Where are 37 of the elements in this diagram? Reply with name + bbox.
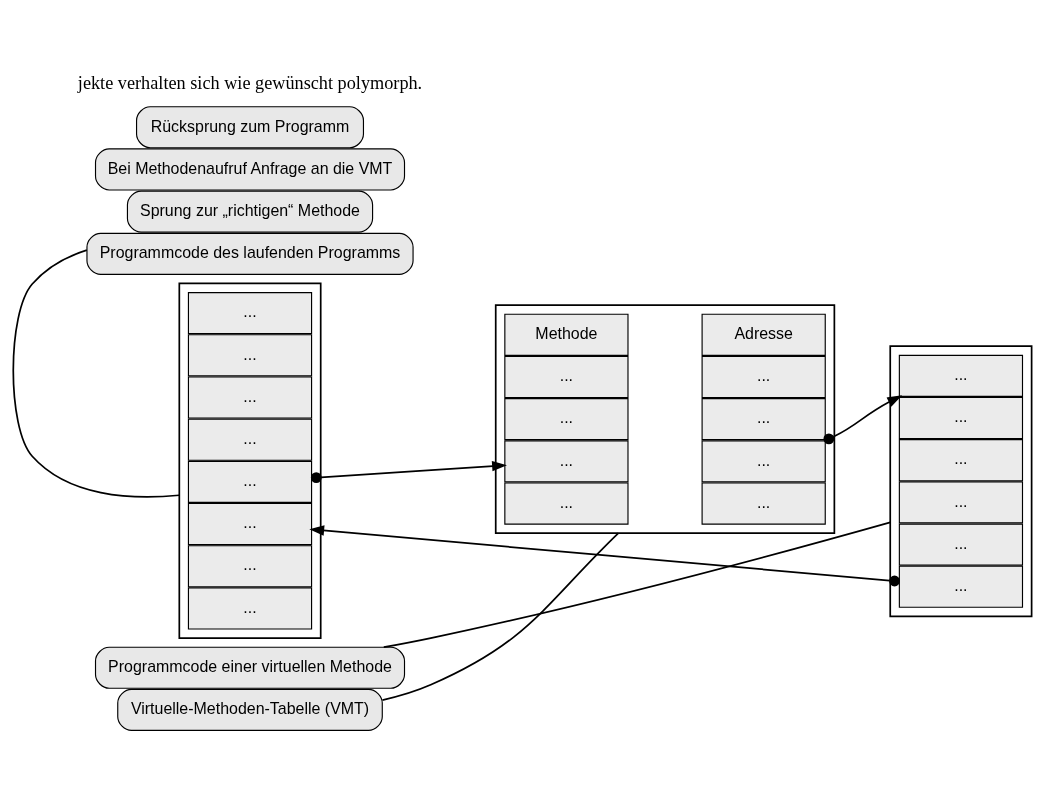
arrow bbox=[309, 524, 900, 586]
node-box: ... bbox=[898, 523, 1024, 566]
node-box: Adresse bbox=[701, 313, 826, 356]
node-box: ... bbox=[187, 502, 313, 545]
node-box: ... bbox=[187, 544, 313, 587]
connector bbox=[381, 531, 620, 701]
node-box: ... bbox=[187, 375, 313, 419]
node-box: ... bbox=[187, 586, 313, 630]
node-box: ... bbox=[701, 439, 826, 482]
node-box: Rücksprung zum Programm bbox=[136, 105, 365, 148]
node-box: ... bbox=[898, 396, 1024, 439]
connector bbox=[12, 248, 181, 498]
node-box: ... bbox=[504, 397, 629, 440]
node-box: Methode bbox=[504, 313, 629, 356]
node-box: ... bbox=[898, 480, 1024, 523]
node-box: Sprung zur „richtigen“ Methode bbox=[126, 190, 374, 233]
arrow bbox=[310, 460, 507, 483]
node-box: ... bbox=[898, 565, 1024, 608]
node-box: ... bbox=[187, 418, 313, 461]
node-box: ... bbox=[504, 439, 629, 482]
node-box: ... bbox=[187, 460, 313, 503]
node-box: ... bbox=[504, 355, 629, 398]
node-box: ... bbox=[701, 355, 826, 398]
node-box: Programmcode einer virtuellen Methode bbox=[94, 646, 406, 689]
node-box: ... bbox=[898, 438, 1024, 481]
connector bbox=[382, 520, 892, 648]
node-box: ... bbox=[701, 481, 826, 525]
node-box: Bei Methodenaufruf Anfrage an die VMT bbox=[94, 147, 406, 191]
node-box: ... bbox=[187, 291, 313, 334]
arrow bbox=[823, 394, 903, 444]
node-box: ... bbox=[701, 397, 826, 440]
node-box: ... bbox=[504, 481, 629, 525]
label: jekte verhalten sich wie gewünscht polymorph. bbox=[77, 72, 423, 93]
node-box: ... bbox=[898, 354, 1024, 397]
node-box: Virtuelle-Methoden-Tabelle (VMT) bbox=[117, 688, 383, 731]
node-box: Programmcode des laufenden Programms bbox=[86, 232, 414, 275]
node-box: ... bbox=[187, 333, 313, 376]
